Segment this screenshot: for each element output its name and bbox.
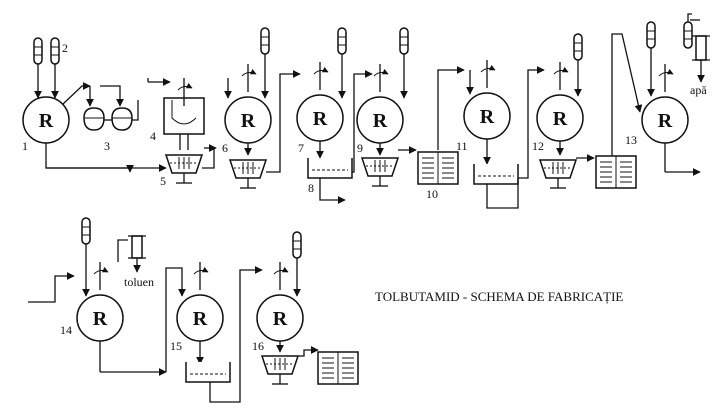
- svg-text:R: R: [273, 308, 288, 330]
- svg-text:R: R: [313, 108, 328, 130]
- svg-text:R: R: [241, 110, 256, 132]
- diagram-title: TOLBUTAMID - SCHEMA DE FABRICAȚIE: [375, 289, 623, 304]
- number-10: 10: [426, 187, 438, 201]
- dryer-10: [417, 151, 459, 185]
- filter-12: [539, 159, 577, 189]
- tank-11: [473, 163, 519, 185]
- filter-6: [229, 159, 267, 189]
- number-9: 9: [357, 141, 363, 155]
- number-8: 8: [308, 181, 314, 195]
- feed-vessel-13b: [683, 21, 693, 49]
- svg-text:R: R: [93, 308, 108, 330]
- number-5: 5: [160, 174, 166, 188]
- filter-9: [361, 157, 399, 187]
- reactor-13: R: [641, 64, 701, 176]
- reactor-15: R: [165, 262, 224, 372]
- feed-vessel-7: [337, 27, 347, 99]
- svg-text:R: R: [553, 108, 568, 130]
- feed-vessel-12: [573, 33, 583, 97]
- svg-text:R: R: [480, 106, 495, 128]
- feed-vessel-1: [33, 37, 43, 99]
- reactor-1: R: [22, 96, 70, 144]
- feed-vessel-6: [260, 27, 270, 99]
- reactor-7: R: [296, 62, 344, 159]
- separator-toluene: [128, 235, 146, 273]
- number-16: 16: [252, 339, 264, 353]
- svg-text:R: R: [658, 110, 673, 132]
- tank-8: [307, 157, 353, 179]
- number-11: 11: [456, 139, 468, 153]
- reactor-16: R: [256, 262, 304, 353]
- toluene-label: toluen: [124, 275, 154, 289]
- feed-vessel-14: [81, 217, 91, 297]
- filter-5: [165, 154, 203, 184]
- tank-15: [185, 361, 231, 383]
- reactor-11: R: [463, 60, 511, 165]
- number-1: 1: [22, 139, 28, 153]
- number-4: 4: [150, 129, 156, 143]
- reactor-9: R: [356, 64, 404, 156]
- feed-vessel-9: [399, 27, 409, 99]
- feed-vessel-13a: [646, 21, 656, 97]
- mixer-4: [148, 78, 217, 152]
- number-13: 13: [625, 133, 637, 147]
- separator-water: [687, 13, 710, 83]
- feed-vessel-2: [50, 37, 60, 99]
- condenser-3: [83, 85, 139, 131]
- reactor-12: R: [536, 62, 584, 156]
- number-6: 6: [222, 141, 228, 155]
- number-12: 12: [532, 139, 544, 153]
- water-label: apă: [690, 83, 707, 97]
- number-2: 2: [62, 41, 68, 55]
- svg-text:R: R: [193, 308, 208, 330]
- filter-16: [261, 355, 299, 385]
- dryer-16: [317, 351, 359, 385]
- reactor-6: R: [224, 64, 272, 156]
- number-15: 15: [170, 339, 182, 353]
- svg-text:R: R: [373, 110, 388, 132]
- number-7: 7: [298, 141, 304, 155]
- dryer-12: [595, 155, 637, 189]
- number-14: 14: [60, 323, 72, 337]
- reactor-14: R: [76, 239, 167, 376]
- svg-text:R: R: [39, 110, 54, 132]
- feed-vessel-16: [292, 231, 302, 297]
- number-3: 3: [104, 139, 110, 153]
